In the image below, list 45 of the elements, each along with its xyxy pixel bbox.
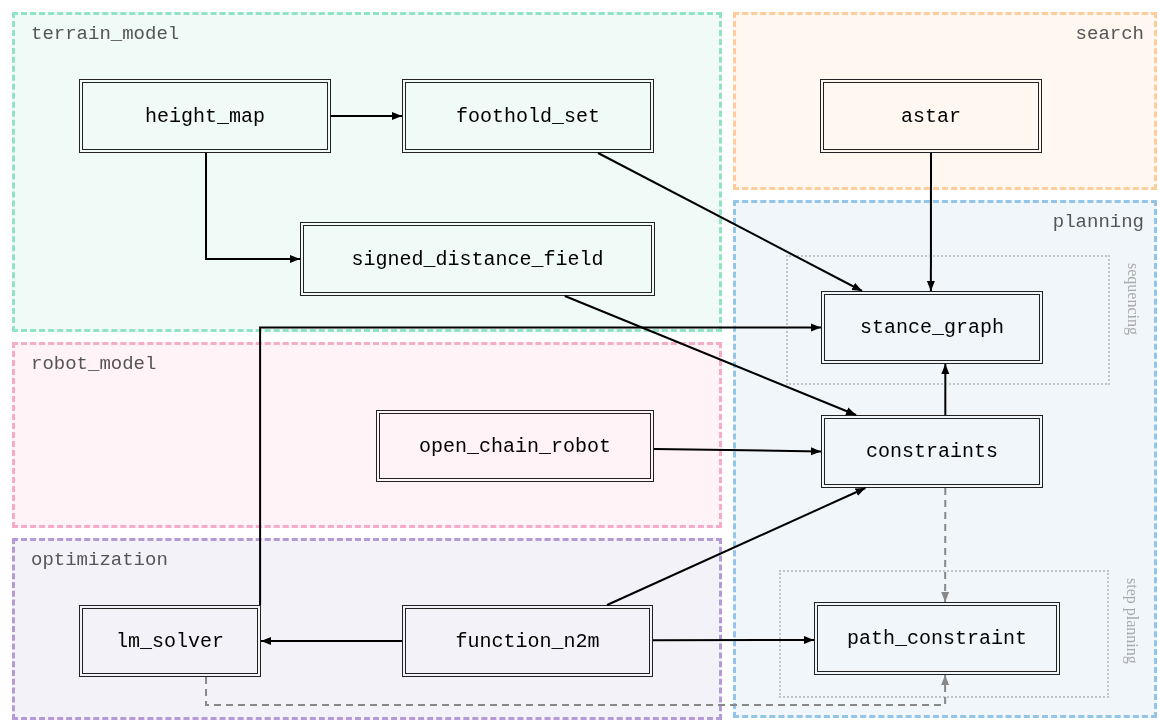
module-box	[79, 605, 261, 677]
arrow	[941, 363, 950, 416]
module-name: astar	[901, 104, 961, 128]
module-name: lm_solver	[116, 629, 224, 653]
group-title: robot_model	[31, 353, 157, 375]
module-box	[402, 605, 653, 677]
arrow	[652, 636, 815, 644]
module-box	[300, 222, 655, 296]
module-box	[79, 79, 331, 153]
module-name: open_chain_robot	[419, 434, 611, 458]
module-name: path_constraint	[847, 627, 1027, 650]
group-panel	[12, 12, 722, 332]
group-title: optimization	[31, 549, 168, 571]
arrow	[941, 487, 950, 603]
group-panel	[733, 200, 1157, 718]
module-name: constraints	[866, 440, 998, 463]
arrow	[260, 637, 403, 645]
arrow	[259, 323, 822, 606]
module-name: foothold_set	[456, 104, 600, 128]
arrow	[205, 152, 301, 263]
module-box	[821, 291, 1043, 364]
arrow	[563, 295, 858, 416]
arrow	[606, 487, 867, 606]
arrow	[205, 674, 950, 706]
subgroup-title: sequencing	[1124, 263, 1142, 335]
group-title: planning	[1052, 211, 1144, 233]
arrow	[653, 447, 822, 456]
module-box	[820, 79, 1042, 153]
subgroup-title: step planning	[1123, 578, 1141, 664]
group-title: search	[1075, 23, 1144, 45]
group-title: terrain_model	[31, 23, 180, 45]
arrow	[926, 152, 935, 292]
module-name: stance_graph	[860, 316, 1004, 339]
group-panel	[12, 342, 722, 528]
module-name: function_n2m	[455, 629, 600, 653]
module-box	[821, 415, 1043, 488]
module-box	[376, 410, 654, 482]
module-box	[402, 79, 654, 153]
module-name: height_map	[145, 104, 265, 128]
arrow	[597, 152, 864, 292]
module-name: signed_distance_field	[351, 247, 604, 271]
group-panel	[733, 12, 1157, 190]
group-panel	[12, 538, 722, 720]
arrow	[330, 112, 403, 120]
module-box	[814, 602, 1060, 675]
